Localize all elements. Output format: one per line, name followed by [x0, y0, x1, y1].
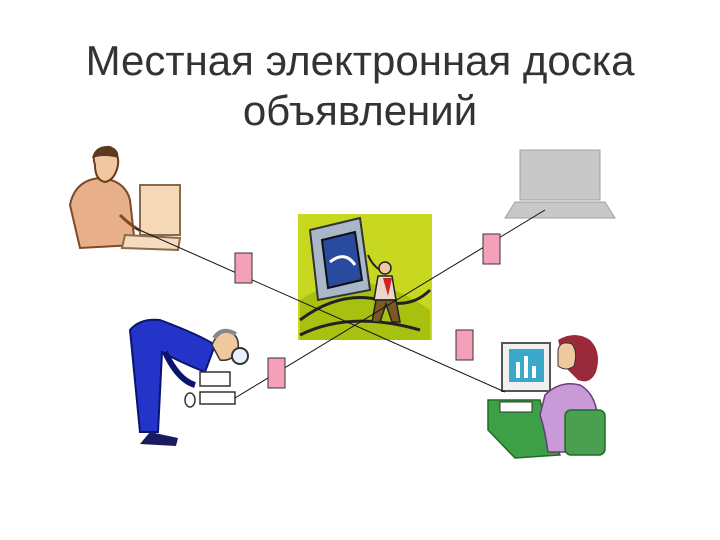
slide-title: Местная электронная доска объявлений	[0, 36, 720, 136]
title-line-2: объявлений	[242, 87, 478, 134]
node-marker-4	[267, 357, 286, 389]
connection-line-worker-woman	[134, 227, 506, 393]
office-worker-clipart	[68, 145, 182, 252]
laptop-clipart	[504, 149, 616, 219]
woman-computer-clipart	[487, 335, 606, 459]
node-marker-2	[482, 233, 501, 265]
node-marker-3	[455, 329, 474, 361]
inspector-clipart	[128, 318, 249, 446]
title-line-1: Местная электронная доска	[85, 37, 635, 84]
node-markers	[234, 233, 501, 389]
server-clipart	[298, 214, 432, 340]
node-marker-1	[234, 252, 253, 284]
